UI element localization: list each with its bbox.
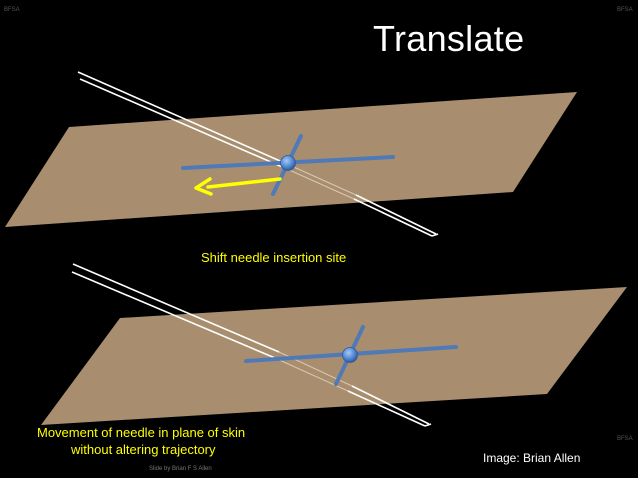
image-credit: Image: Brian Allen (483, 451, 581, 465)
watermark-top-left: BFSA (4, 7, 20, 13)
caption-movement-line1: Movement of needle in plane of skin (37, 425, 246, 440)
slide-title: Translate (373, 18, 525, 59)
top-panel (5, 71, 577, 237)
insertion-point-marker-top (280, 155, 296, 171)
move-left-arrow (194, 177, 282, 196)
insertion-point-marker-bottom (342, 347, 358, 363)
slide-credit: Slide by Brian F S Allen (149, 466, 212, 472)
watermark-top-right: BFSA (617, 7, 633, 13)
needle-top (77, 71, 439, 237)
caption-shift-site: Shift needle insertion site (201, 250, 347, 265)
bottom-panel (41, 263, 627, 427)
caption-movement-line2: without altering trajectory (71, 442, 216, 457)
watermark-bottom-right: BFSA (617, 436, 633, 442)
